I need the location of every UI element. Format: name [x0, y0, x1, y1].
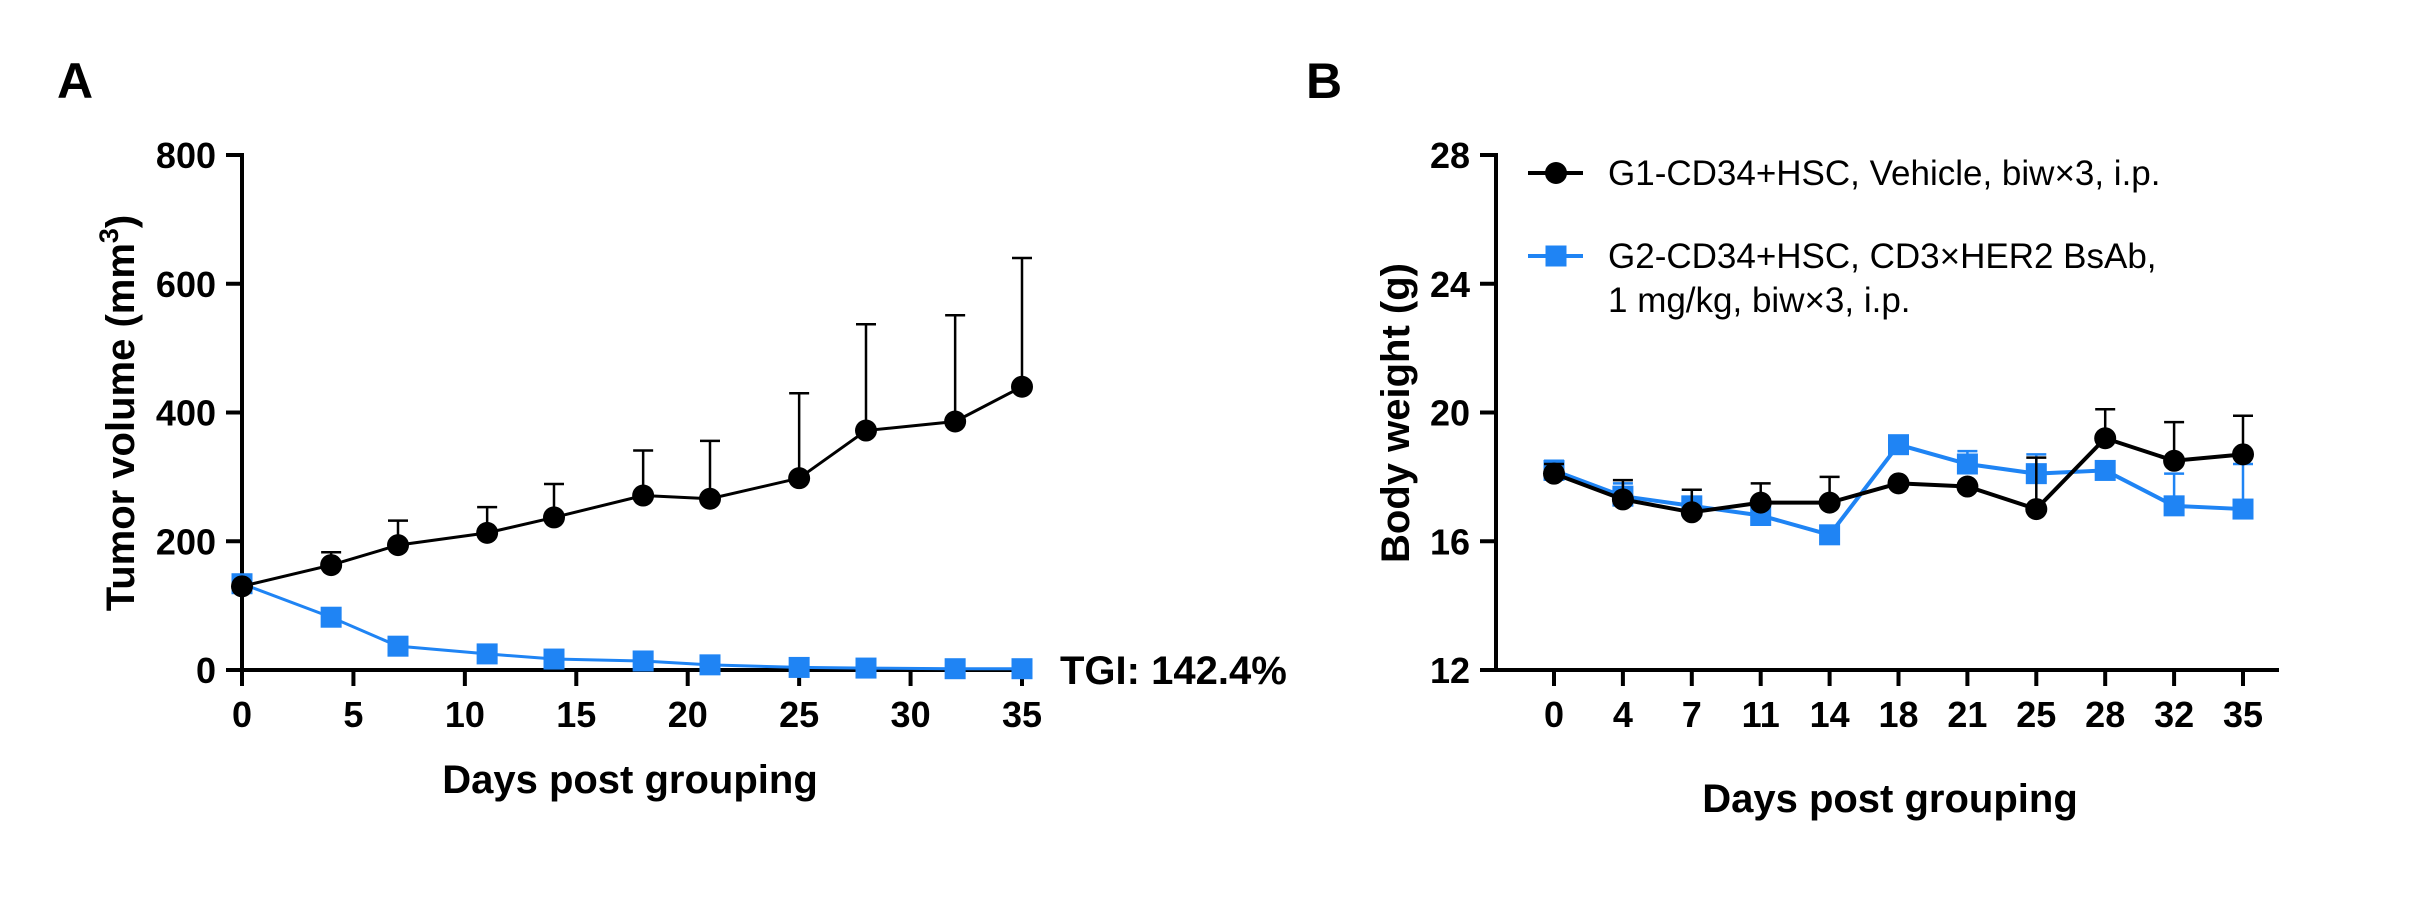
panel-b-point-g2	[2094, 459, 2116, 481]
panel-a-point-g1	[944, 410, 967, 433]
panel-label-b: B	[1306, 53, 1342, 109]
legend-marker-g1	[1545, 162, 1567, 184]
panel-b-x-axis-label: Days post grouping	[1702, 777, 2078, 821]
panel-a-point-g2	[855, 657, 877, 679]
panel-b-point-g1	[1887, 472, 1910, 495]
panel-a-series-g2	[231, 573, 1033, 680]
panel-b-point-g1	[1749, 491, 1772, 514]
panel-b-x-tick-label: 21	[1947, 694, 1987, 735]
panel-a-x-tick-label: 0	[232, 694, 252, 735]
panel-a-line-g1	[241, 385, 1023, 588]
panel-a-x-tick-label: 10	[445, 694, 485, 735]
panel-b-point-g1	[2163, 449, 2186, 472]
panel-b-y-tick-label: 20	[1430, 393, 1470, 434]
panel-b-point-g2	[2163, 495, 2185, 517]
panel-a-point-g2	[944, 658, 966, 680]
panel-label-a: A	[57, 53, 93, 109]
panel-a-point-g1	[632, 484, 655, 507]
panel-a-point-g1	[1011, 375, 1033, 398]
panel-a: A Tumor volume (mm3) Days post grouping …	[57, 53, 1287, 802]
panel-b-point-g1	[1818, 491, 1841, 514]
panel-b-point-g1	[2232, 443, 2254, 466]
panel-a-y-tick-label: 600	[156, 264, 216, 305]
panel-a-x-tick-label: 30	[891, 694, 931, 735]
panel-a-error-bar-g1	[945, 314, 966, 422]
panel-b-y-tick-label: 24	[1430, 264, 1470, 305]
legend: G1-CD34+HSC, Vehicle, biw×3, i.p. G2-CD34…	[1528, 154, 2160, 320]
panel-a-y-tick-label: 200	[156, 521, 216, 562]
panel-b-point-g2	[2232, 498, 2254, 520]
panel-a-point-g2	[632, 650, 654, 672]
legend-item-g2: G2-CD34+HSC, CD3×HER2 BsAb, 1 mg/kg, biw×…	[1528, 237, 2157, 320]
panel-a-point-g1	[788, 467, 811, 490]
panel-a-point-g1	[387, 534, 409, 557]
panel-b-y-tick-label: 28	[1430, 135, 1470, 176]
panel-b-x-tick-label: 11	[1742, 694, 1780, 735]
panel-b-point-g1	[1543, 462, 1565, 485]
panel-b-x-tick-label: 14	[1810, 694, 1850, 735]
panel-b-x-tick-label: 0	[1544, 694, 1564, 735]
tgi-annotation: TGI: 142.4%	[1060, 649, 1287, 693]
panel-b-x-tick-label: 35	[2223, 694, 2263, 735]
panel-a-error-bar-g1	[789, 391, 810, 479]
panel-a-point-g2	[1011, 658, 1033, 680]
panel-a-x-tick-label: 35	[1002, 694, 1042, 735]
legend-label-g2: 1 mg/kg, biw×3, i.p.	[1608, 281, 1911, 320]
panel-b-point-g2	[1819, 524, 1841, 546]
panel-a-point-g1	[476, 521, 499, 544]
panel-b-x-tick-label: 32	[2154, 694, 2194, 735]
panel-a-point-g2	[476, 643, 498, 665]
panel-a-series-g1	[231, 256, 1033, 598]
panel-a-point-g1	[855, 419, 877, 442]
panel-a-x-tick-label: 20	[668, 694, 708, 735]
legend-label-g1: G1-CD34+HSC, Vehicle, biw×3, i.p.	[1608, 154, 2160, 193]
panel-a-point-g2	[320, 606, 342, 628]
panel-b-x-tick-label: 4	[1613, 694, 1633, 735]
legend-label-g2: G2-CD34+HSC, CD3×HER2 BsAb,	[1608, 237, 2157, 276]
panel-a-point-g2	[788, 656, 810, 678]
panel-a-x-axis-label: Days post grouping	[442, 758, 818, 802]
panel-a-point-g1	[699, 487, 721, 510]
panel-a-point-g1	[320, 554, 343, 577]
panel-b-y-tick-label: 12	[1430, 650, 1470, 691]
panel-b-x-tick-label: 18	[1878, 694, 1918, 735]
panel-b-point-g1	[1611, 488, 1634, 511]
panel-a-y-tick-label: 0	[196, 650, 216, 691]
legend-marker-g2	[1545, 245, 1567, 267]
panel-a-line-g2	[241, 582, 1022, 671]
panel-a-error-bar-g1	[856, 323, 876, 431]
panel-b-point-g1	[2025, 498, 2048, 521]
panel-a-x-tick-label: 15	[556, 694, 596, 735]
panel-a-point-g2	[387, 635, 409, 657]
panel-b-point-g1	[1680, 501, 1703, 524]
panel-b-series-g1	[1543, 408, 2254, 524]
panel-b-x-tick-label: 7	[1682, 694, 1702, 735]
panel-b: B Body weight (g) Days post grouping 12 1…	[1306, 53, 2279, 821]
panel-b-x-tick-label: 28	[2085, 694, 2125, 735]
panel-b-point-g2	[1888, 434, 1909, 456]
panel-a-error-bar-g1	[1012, 256, 1032, 387]
panel-b-x-tick-label: 25	[2016, 694, 2056, 735]
panel-a-point-g2	[699, 654, 721, 676]
panel-a-point-g2	[543, 648, 565, 670]
panel-b-point-g1	[1956, 475, 1979, 498]
panel-a-y-tick-label: 800	[156, 135, 216, 176]
panel-a-y-axis-label: Tumor volume (mm3)	[94, 215, 143, 612]
panel-b-y-tick-label: 16	[1430, 521, 1470, 562]
panel-a-y-tick-label: 400	[156, 393, 216, 434]
panel-a-x-tick-label: 25	[779, 694, 819, 735]
panel-b-y-axis-label: Body weight (g)	[1374, 263, 1418, 563]
panel-a-point-g1	[231, 575, 253, 598]
panel-b-point-g1	[2094, 427, 2117, 450]
panel-b-point-g2	[1956, 453, 1978, 475]
panel-a-point-g1	[543, 506, 565, 529]
legend-item-g1: G1-CD34+HSC, Vehicle, biw×3, i.p.	[1528, 154, 2160, 193]
panel-a-x-tick-label: 5	[343, 694, 363, 735]
